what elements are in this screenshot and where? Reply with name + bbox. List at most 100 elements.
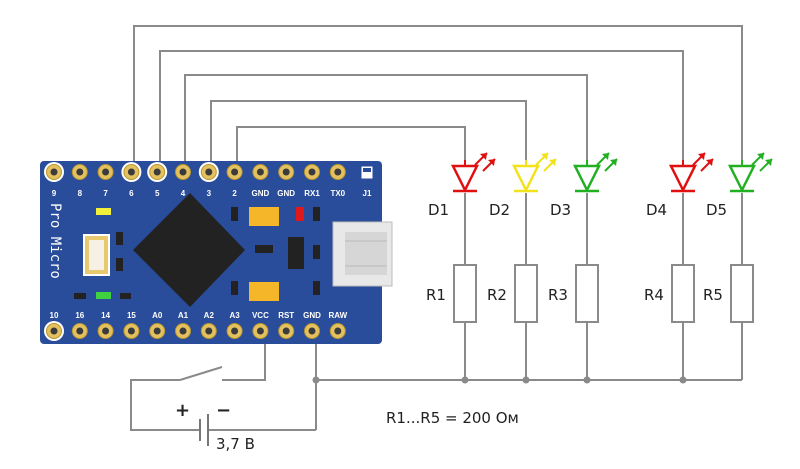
led-triangle: [450, 164, 480, 193]
bottom-pin-label: 14: [101, 311, 110, 320]
light-arrow-head: [706, 159, 713, 166]
wire-pin6-d5: [133, 25, 743, 180]
led-triangle: [727, 164, 757, 193]
top-pin-label: 9: [52, 189, 57, 198]
light-arrow-head: [549, 159, 556, 166]
resistor-r3: R3: [548, 264, 599, 323]
pin-hole: [127, 168, 135, 176]
led-label: D1: [428, 201, 449, 219]
bottom-pin-label: RST: [278, 311, 294, 320]
jumper-label: J1: [363, 189, 372, 198]
wire-pin3-d2: [210, 100, 527, 180]
top-pin-label: RX1: [304, 189, 320, 198]
top-pin-label: GND: [277, 189, 295, 198]
junction-dot: [461, 376, 469, 384]
wire-pin5-d4: [159, 50, 684, 180]
battery-voltage: 3,7 В: [216, 435, 255, 453]
board-led-dark: [74, 293, 86, 299]
led-group: D1 D2 D3 D4 D5: [428, 152, 773, 219]
pin-hole: [102, 168, 110, 176]
capacitor-top: [249, 207, 279, 226]
signal-wires: [133, 25, 743, 180]
led-label: D4: [646, 201, 667, 219]
pin-hole: [308, 168, 316, 176]
top-pin-label: 2: [232, 189, 237, 198]
pin-hole: [334, 327, 342, 335]
led-d2: D2: [489, 152, 557, 219]
pin-hole: [205, 327, 213, 335]
pin-hole: [282, 168, 290, 176]
pin-hole: [50, 327, 58, 335]
resistor-label: R5: [703, 286, 723, 304]
pin-hole: [179, 327, 187, 335]
bottom-pin-label: A0: [152, 311, 163, 320]
pin-hole: [127, 327, 135, 335]
resistor-label: R4: [644, 286, 664, 304]
led-d1: D1: [428, 152, 496, 219]
pin-hole: [102, 327, 110, 335]
pin-hole: [256, 168, 264, 176]
top-pin-label: 5: [155, 189, 160, 198]
resistor-body: [730, 264, 754, 323]
top-pin-label: 6: [129, 189, 134, 198]
bottom-pin-label: VCC: [252, 311, 269, 320]
bottom-pin-label: GND: [303, 311, 321, 320]
resistor-r1: R1: [426, 264, 477, 323]
bottom-pin-label: A3: [229, 311, 240, 320]
pin-hole: [308, 327, 316, 335]
bottom-pin-row: 10 16 14 15 A0 A1 A2 A3 VCC RST GND RAW: [44, 311, 348, 341]
board-led-yellow: [96, 208, 111, 215]
battery-plus-label: +: [175, 400, 190, 421]
junction-dot: [522, 376, 530, 384]
led-d3: D3: [550, 152, 618, 219]
pin-hole: [282, 327, 290, 335]
battery-minus-label: −: [216, 400, 231, 421]
led-triangle: [511, 164, 541, 193]
bottom-pin-label: A1: [178, 311, 189, 320]
pin-hole: [231, 327, 239, 335]
light-arrow-head: [765, 159, 772, 166]
resistor-r5: R5: [703, 264, 754, 323]
pin-hole: [256, 327, 264, 335]
resistor-r2: R2: [487, 264, 538, 323]
board-name: Pro Micro: [47, 203, 63, 279]
board-led-red: [296, 207, 304, 221]
led-label: D2: [489, 201, 510, 219]
resistor-body: [514, 264, 538, 323]
led-d5: D5: [706, 152, 773, 219]
resistor-value-note: R1...R5 = 200 Ом: [386, 409, 519, 427]
bottom-pin-label: A2: [204, 311, 215, 320]
board-led-green: [96, 292, 111, 299]
mcu-chip: [133, 193, 245, 307]
junction-dot: [583, 376, 591, 384]
led-label: D3: [550, 201, 571, 219]
light-arrow-head: [698, 153, 705, 160]
wire-pin4-d3: [184, 74, 588, 180]
top-pin-label: GND: [252, 189, 270, 198]
junction-dot: [679, 376, 687, 384]
resistor-body: [671, 264, 695, 323]
pin-hole: [76, 327, 84, 335]
bottom-pin-label: 15: [127, 311, 136, 320]
light-arrow-head: [757, 153, 764, 160]
resistor-body: [453, 264, 477, 323]
light-arrow-head: [488, 159, 495, 166]
top-pin-label: 8: [78, 189, 83, 198]
pin-hole: [231, 168, 239, 176]
light-arrow-head: [610, 159, 617, 166]
jumper-pad: [361, 166, 373, 179]
bottom-pin-label: 16: [75, 311, 84, 320]
bottom-pin-label: 10: [50, 311, 59, 320]
pin-hole: [50, 168, 58, 176]
led-triangle: [572, 164, 602, 193]
resistor-label: R3: [548, 286, 568, 304]
led-triangle: [668, 164, 698, 193]
resistor-body: [575, 264, 599, 323]
pin-hole: [179, 168, 187, 176]
pin-hole: [334, 168, 342, 176]
led-label: D5: [706, 201, 727, 219]
resistor-r4: R4: [644, 264, 695, 323]
led-resistor-wires: [464, 193, 743, 380]
bottom-pin-label: RAW: [328, 311, 347, 320]
